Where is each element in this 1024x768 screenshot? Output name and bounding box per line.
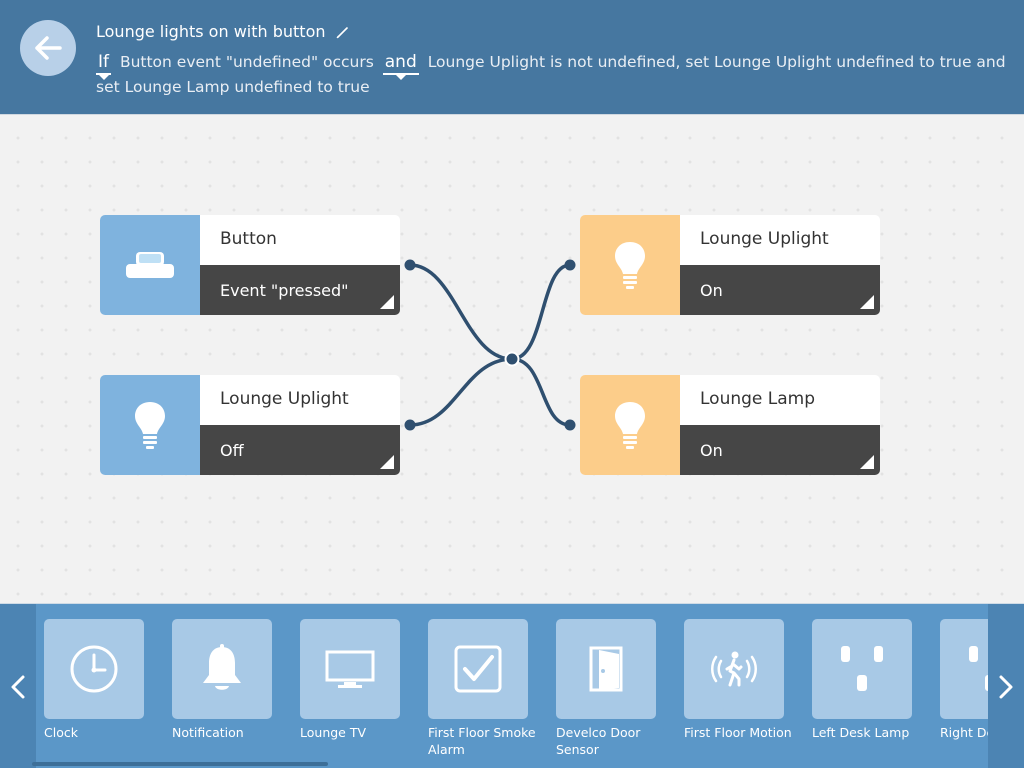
palette-item-motion[interactable]: First Floor Motion — [684, 619, 792, 741]
palette-item-label: First Floor Smoke Alarm — [428, 725, 536, 757]
palette-item-smoke-alarm[interactable]: First Floor Smoke Alarm — [428, 619, 536, 758]
and-keyword-dropdown[interactable]: and — [382, 51, 419, 80]
rule-desc-part1: Button event "undefined" occurs — [119, 53, 374, 71]
light-bulb-icon — [135, 402, 165, 449]
scroll-right-button[interactable] — [988, 604, 1024, 768]
expand-corner-icon — [380, 455, 394, 469]
trigger-name: Lounge Uplight — [220, 389, 349, 409]
bell-icon — [203, 644, 241, 690]
wire-lamp-on — [511, 357, 571, 427]
wire-uplight-on — [511, 263, 571, 361]
trigger-state-selector[interactable]: Off — [200, 425, 400, 475]
palette-item-notification[interactable]: Notification — [172, 619, 272, 741]
wire-node — [404, 259, 416, 271]
palette-item-clock[interactable]: Clock — [44, 619, 144, 741]
trigger-name: Button — [220, 229, 277, 249]
rule-description: If Button event "undefined" occurs and L… — [96, 50, 1011, 100]
trigger-state-selector[interactable]: Event "pressed" — [200, 265, 400, 315]
rule-header: Lounge lights on with button If Button e… — [0, 0, 1024, 115]
action-block-lounge-lamp[interactable]: Lounge Lamp On — [580, 375, 880, 475]
action-state-selector[interactable]: On — [680, 425, 880, 475]
palette-item-left-desk-lamp[interactable]: Left Desk Lamp — [812, 619, 912, 741]
checkbox-icon — [454, 645, 502, 693]
if-keyword-dropdown[interactable]: If — [96, 51, 111, 80]
palette-item-label: Left Desk Lamp — [812, 725, 910, 740]
expand-corner-icon — [860, 295, 874, 309]
socket-icon — [841, 646, 883, 691]
palette-item-label: Right Desk Lamp — [940, 725, 988, 740]
wire-node — [564, 259, 576, 271]
connection-wires — [404, 259, 576, 431]
door-icon — [589, 646, 623, 692]
action-block-lounge-uplight[interactable]: Lounge Uplight On — [580, 215, 880, 315]
rule-title[interactable]: Lounge lights on with button — [96, 22, 350, 41]
pencil-icon[interactable] — [336, 25, 350, 39]
expand-corner-icon — [380, 295, 394, 309]
wire-button — [409, 263, 513, 361]
palette-tiles: Clock Notification Lounge TV — [36, 604, 988, 768]
palette-item-lounge-tv[interactable]: Lounge TV — [300, 619, 400, 741]
button-device-icon — [126, 252, 174, 278]
rule-title-text: Lounge lights on with button — [96, 22, 326, 41]
wire-junction — [504, 351, 520, 367]
palette-item-label: Develco Door Sensor — [556, 725, 641, 757]
rule-desc-part2: Lounge Uplight is not undefined, set Lou… — [96, 53, 1006, 96]
palette-item-label: Notification — [172, 725, 244, 740]
palette-item-label: Lounge TV — [300, 725, 367, 740]
action-name: Lounge Lamp — [700, 389, 816, 409]
expand-corner-icon — [860, 455, 874, 469]
light-bulb-icon — [615, 402, 645, 449]
scroll-left-button[interactable] — [0, 604, 36, 768]
device-palette: Clock Notification Lounge TV — [0, 603, 1024, 768]
arrow-left-icon — [35, 36, 62, 60]
palette-item-label: Clock — [44, 725, 78, 740]
action-state-selector[interactable]: On — [680, 265, 880, 315]
action-name: Lounge Uplight — [700, 229, 829, 249]
back-button[interactable] — [20, 20, 76, 76]
trigger-block-lounge-uplight[interactable]: Lounge Uplight Off — [100, 375, 400, 475]
wire-node — [564, 419, 576, 431]
rule-canvas: Button Event "pressed" Lounge Uplight Of… — [0, 116, 1024, 602]
socket-icon — [969, 646, 988, 691]
palette-item-right-desk-lamp[interactable]: Right Desk Lamp — [940, 619, 988, 741]
palette-scrollbar[interactable] — [32, 762, 328, 766]
wire-uplight-off — [409, 357, 513, 427]
wire-node — [404, 419, 416, 431]
chevron-left-icon — [11, 675, 25, 698]
clock-icon — [70, 645, 118, 693]
trigger-block-button[interactable]: Button Event "pressed" — [100, 215, 400, 315]
chevron-right-icon — [999, 675, 1013, 698]
palette-item-label: First Floor Motion — [684, 725, 792, 740]
palette-item-door-sensor[interactable]: Develco Door Sensor — [556, 619, 656, 758]
tv-icon — [325, 650, 375, 688]
motion-icon — [711, 651, 757, 687]
light-bulb-icon — [615, 242, 645, 289]
